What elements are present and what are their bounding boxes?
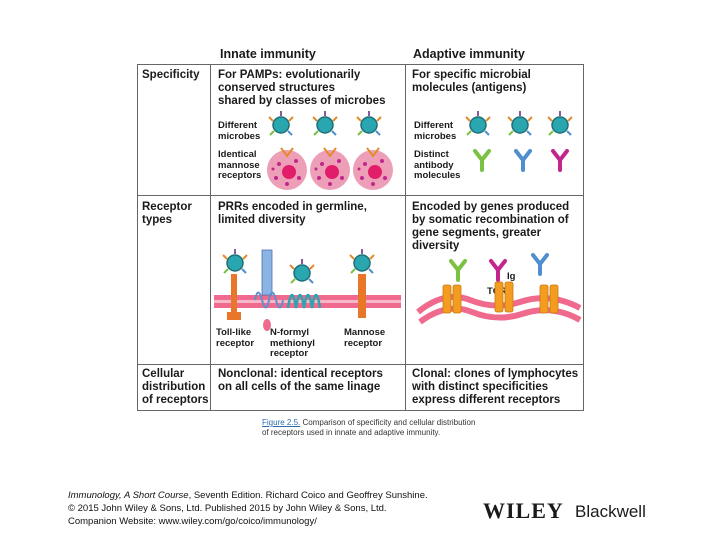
- credits-line3: Companion Website: www.wiley.com/go/coic…: [68, 516, 317, 527]
- microbe-icon: [465, 110, 491, 136]
- antibody-icon: [514, 149, 532, 172]
- label-toll-like-receptor: Toll-like receptor: [216, 327, 255, 349]
- label-n-formyl-receptor: N-formyl methionyl receptor: [270, 327, 315, 359]
- antibody-row: [473, 149, 569, 172]
- microbe-icon: [268, 110, 294, 136]
- header-adaptive: Adaptive immunity: [413, 47, 525, 61]
- caption-text: Comparison of specificity and cellular d…: [262, 418, 476, 437]
- label-different-microbes-adaptive: Different microbes: [414, 120, 457, 142]
- mannose-receptor-icon: [349, 248, 375, 318]
- figure-link[interactable]: Figure 2.5.: [262, 418, 301, 427]
- label-mannose-receptor: Mannose receptor: [344, 327, 386, 349]
- label-identical-mannose-receptors: Identical mannose receptors: [218, 149, 262, 181]
- antibody-icon: [489, 259, 507, 282]
- cell-innate-receptor-types: PRRs encoded in germline, limited divers…: [218, 201, 367, 226]
- antibody-icon: [551, 149, 569, 172]
- cell-innate-distribution: Nonclonal: identical receptors on all ce…: [218, 368, 383, 393]
- wiley-logo: WILEY: [483, 498, 564, 523]
- tcr-icon: [442, 281, 559, 314]
- adaptive-microbe-row: [465, 110, 573, 136]
- adaptive-antibodies: [449, 253, 549, 282]
- antibody-icon: [531, 253, 549, 276]
- credits: Immunology, A Short Course, Seventh Edit…: [68, 489, 428, 528]
- microbe-icon: [507, 110, 533, 136]
- credits-line2: © 2015 John Wiley & Sons, Ltd. Published…: [68, 503, 387, 514]
- label-ig: Ig: [507, 271, 516, 282]
- label-different-microbes-innate: Different microbes: [218, 120, 261, 142]
- nformyl-receptor-icon: [254, 249, 284, 331]
- microbe-icon: [312, 110, 338, 136]
- antibody-icon: [473, 149, 491, 172]
- row-label-cellular-distribution: Cellular distribution of receptors: [142, 368, 209, 406]
- row-label-receptor-types: Receptor types: [142, 201, 192, 226]
- toll-like-receptor-icon: [222, 248, 248, 320]
- cell-innate-specificity: For PAMPs: evolutionarily conserved stru…: [218, 69, 386, 107]
- row-label-specificity: Specificity: [142, 69, 200, 81]
- antibody-icon: [449, 259, 467, 282]
- cell-adaptive-specificity: For specific microbial molecules (antige…: [412, 69, 531, 94]
- label-distinct-antibody-molecules: Distinct antibody molecules: [414, 149, 461, 181]
- cell-icon: [266, 147, 308, 191]
- microbe-icon: [356, 110, 382, 136]
- book-title: Immunology, A Short Course: [68, 490, 189, 501]
- cell-icon: [309, 147, 351, 191]
- cell-icon: [352, 147, 394, 191]
- header-innate: Innate immunity: [220, 47, 316, 61]
- innate-membrane: [214, 295, 401, 308]
- credits-line1: , Seventh Edition. Richard Coico and Geo…: [188, 490, 428, 501]
- innate-cell-row: [266, 147, 394, 191]
- microbe-icon: [547, 110, 573, 136]
- innate-microbe-row: [268, 110, 382, 136]
- blackwell-logo: Blackwell: [575, 502, 646, 521]
- cell-adaptive-distribution: Clonal: clones of lymphocytes with disti…: [412, 368, 579, 406]
- cell-adaptive-receptor-types: Encoded by genes produced by somatic rec…: [412, 201, 570, 252]
- snake-receptor-icon: [286, 258, 322, 309]
- figure-caption: Figure 2.5. Comparison of specificity an…: [262, 418, 477, 438]
